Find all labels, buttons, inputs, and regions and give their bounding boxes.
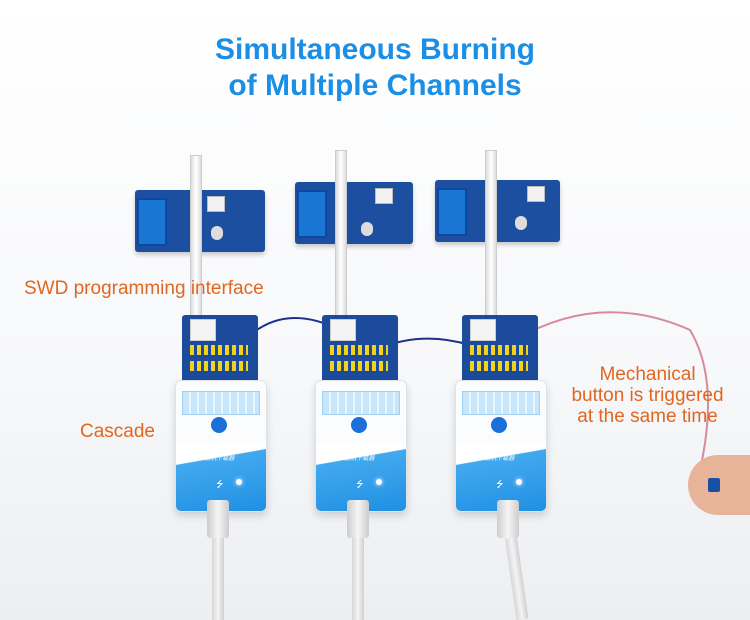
usb-cable-2 bbox=[352, 538, 364, 620]
programmer-3: Mini-Pro脱机下载器 ⭍ bbox=[455, 380, 547, 512]
cascade-label: Cascade bbox=[80, 421, 155, 442]
usb-icon: ⭍ bbox=[356, 479, 364, 489]
target-board-2 bbox=[295, 182, 413, 244]
start-button[interactable] bbox=[351, 417, 367, 433]
mechanical-button bbox=[708, 478, 720, 492]
usb-plug-3 bbox=[497, 500, 519, 538]
device-label: Mini-Pro脱机下载器 bbox=[462, 456, 515, 462]
programmer-pcb-1 bbox=[182, 315, 258, 385]
usb-icon: ⭍ bbox=[216, 479, 224, 489]
swd-label: SWD programming interface bbox=[24, 278, 264, 299]
programmer-pcb-2 bbox=[322, 315, 398, 385]
led-indicator bbox=[516, 479, 522, 485]
mechanical-label-line-1: Mechanical bbox=[599, 364, 696, 385]
led-indicator bbox=[376, 479, 382, 485]
led-indicator bbox=[236, 479, 242, 485]
target-board-3 bbox=[435, 180, 560, 242]
usb-plug-2 bbox=[347, 500, 369, 538]
programmer-1: Mini-Pro脱机下载器 ⭍ bbox=[175, 380, 267, 512]
usb-icon: ⭍ bbox=[496, 479, 504, 489]
start-button[interactable] bbox=[491, 417, 507, 433]
programmer-pcb-3 bbox=[462, 315, 538, 385]
device-label: Mini-Pro脱机下载器 bbox=[322, 456, 375, 462]
programmer-2: Mini-Pro脱机下载器 ⭍ bbox=[315, 380, 407, 512]
mechanical-label-line-3: at the same time bbox=[577, 406, 718, 427]
usb-cable-1 bbox=[212, 538, 224, 620]
title-line-2: of Multiple Channels bbox=[228, 69, 522, 102]
usb-plug-1 bbox=[207, 500, 229, 538]
start-button[interactable] bbox=[211, 417, 227, 433]
device-label: Mini-Pro脱机下载器 bbox=[182, 456, 235, 462]
title-line-1: Simultaneous Burning bbox=[214, 33, 535, 66]
mechanical-label-line-2: button is triggered bbox=[571, 385, 724, 406]
mechanical-label: Mechanical button is triggered at the sa… bbox=[555, 364, 740, 427]
